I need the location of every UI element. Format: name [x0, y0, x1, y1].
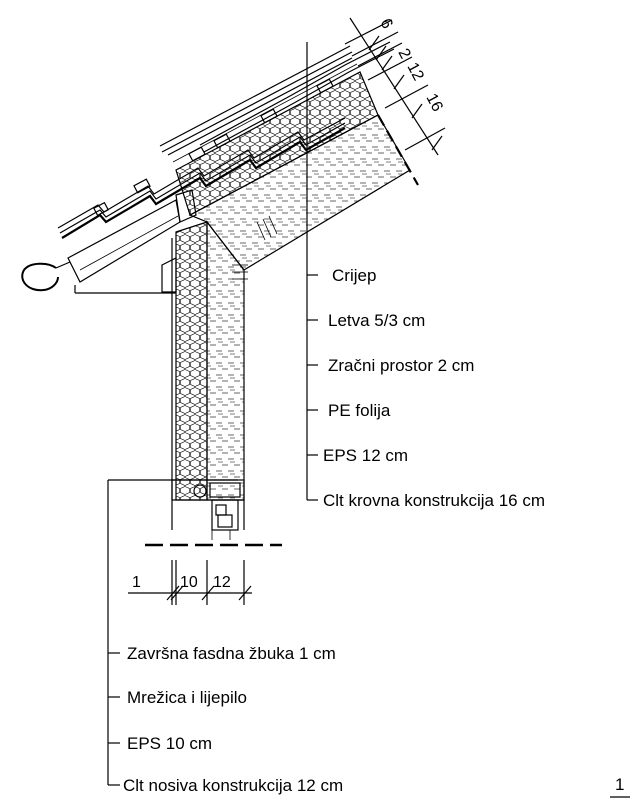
wall-layer-label: EPS 10 cm: [127, 734, 212, 753]
wall-layer-label: Clt nosiva konstrukcija 12 cm: [123, 776, 343, 795]
roof-dimension-value: 12: [403, 60, 426, 84]
gutter: [21, 262, 59, 292]
roof-leader: [306, 42, 318, 501]
roof-layer-label: Letva 5/3 cm: [328, 311, 425, 330]
wall-dimension-value: 10: [180, 574, 198, 591]
roof-layer-label: PE folija: [328, 401, 391, 420]
seal-circle: [193, 484, 207, 498]
roof-section: [67, 45, 419, 294]
wall-eps-layer: [175, 221, 208, 501]
roof-dimension-value: 2: [394, 46, 413, 62]
roof-dimension-value: 16: [422, 91, 445, 115]
wall-leader: [107, 479, 238, 786]
roof-dimension-value: 6: [376, 16, 395, 32]
roof-layer-label: EPS 12 cm: [323, 446, 408, 465]
wall-dimension-line: [128, 560, 252, 605]
detail-number: 1: [615, 775, 624, 794]
roof-tiles: [21, 41, 395, 292]
roof-layer-label: Crijep: [332, 266, 376, 285]
roof-layer-label: Zračni prostor 2 cm: [328, 356, 474, 375]
wall-section: [145, 220, 282, 547]
roof-dimension-line: [344, 17, 446, 156]
wall-layer-label: Mrežica i lijepilo: [127, 688, 247, 707]
wall-dimension-value: 1: [132, 574, 141, 591]
wall-layer-label: Završna fasdna žbuka 1 cm: [127, 644, 336, 663]
roof-layer-label: Clt krovna konstrukcija 16 cm: [323, 491, 545, 510]
wall-dimension-value: 12: [213, 574, 231, 591]
